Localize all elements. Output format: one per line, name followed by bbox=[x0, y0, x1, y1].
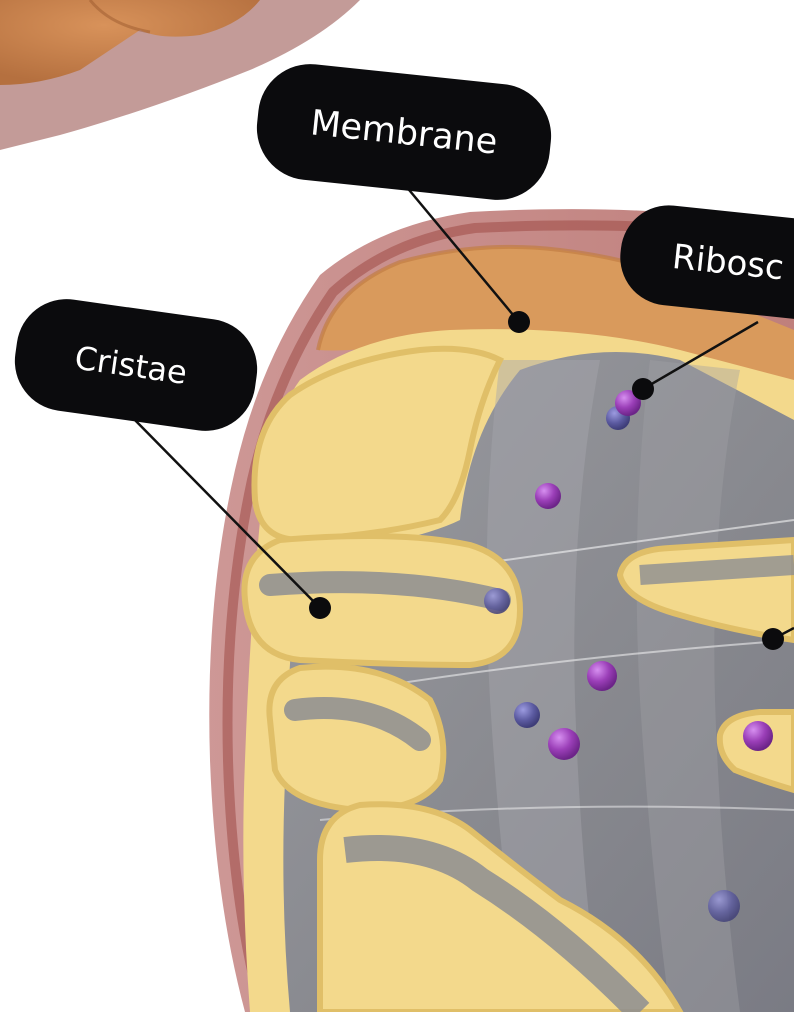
membrane-anchor-dot bbox=[508, 311, 530, 333]
ribosome bbox=[743, 721, 773, 751]
cristae-anchor-dot bbox=[309, 597, 331, 619]
label-ribosome: Ribosc bbox=[620, 205, 794, 326]
ribosome bbox=[514, 702, 540, 728]
label-membrane: Membrane bbox=[256, 64, 552, 200]
leader-lines bbox=[129, 184, 794, 650]
label-cristae: Cristae bbox=[14, 299, 258, 431]
matrix bbox=[283, 352, 794, 1012]
ribosome bbox=[587, 661, 617, 691]
cristae-folds bbox=[241, 345, 794, 1012]
ribosome bbox=[484, 588, 510, 614]
ribosome bbox=[708, 890, 740, 922]
ribosome-anchor-dot bbox=[632, 378, 654, 400]
ribosomes bbox=[484, 390, 773, 922]
ribosome bbox=[548, 728, 580, 760]
background-organelle bbox=[0, 0, 360, 150]
ribosome bbox=[615, 390, 641, 416]
right-anchor-dot bbox=[762, 628, 784, 650]
ribosome bbox=[535, 483, 561, 509]
